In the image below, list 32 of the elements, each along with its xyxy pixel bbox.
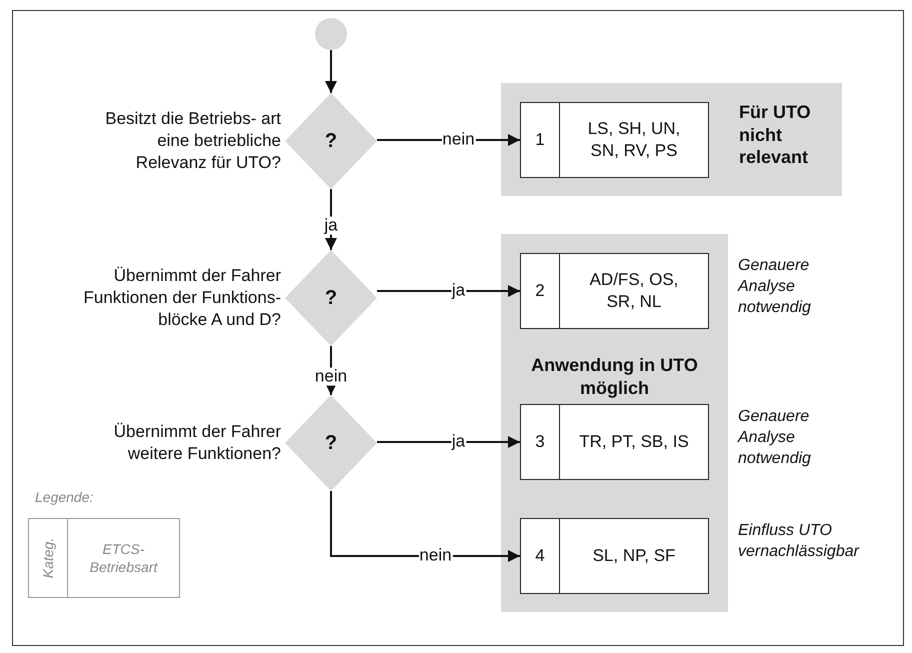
mode-list: TR, PT, SB, IS xyxy=(560,405,708,479)
edge-label: nein xyxy=(314,367,348,386)
question-mark: ? xyxy=(324,286,338,310)
category-number: 3 xyxy=(521,405,560,479)
question-text: Besitzt die Betriebs- art eine betriebliche Relevanz für UTO? xyxy=(104,108,281,174)
category-number: 4 xyxy=(521,519,560,593)
question-mark: ? xyxy=(324,130,338,152)
edge-label: ja xyxy=(323,216,339,235)
arrow xyxy=(377,436,520,448)
arrow xyxy=(325,50,337,93)
category-number: 2 xyxy=(521,254,560,328)
legend-mode-label: ETCS- Betriebsart xyxy=(88,540,159,577)
mode-box xyxy=(520,102,709,178)
note-text: Genauere Analyse notwendig xyxy=(738,407,812,469)
edge-label: ja xyxy=(450,282,466,300)
note-text: Einfluss UTO vernachlässigbar xyxy=(738,521,860,562)
edge-label: ja xyxy=(450,432,466,452)
mode-list: SL, NP, SF xyxy=(560,519,708,593)
panel-heading: Für UTO nicht relevant xyxy=(739,101,812,168)
mode-list: AD/FS, OS, SR, NL xyxy=(560,254,708,328)
question-text: Übernimmt der Fahrer Funktionen der Funktions- blöcke A und D? xyxy=(82,264,281,332)
legend-category-label: Kateg. xyxy=(40,538,56,578)
question-text: Übernimmt der Fahrer weitere Funktionen? xyxy=(112,420,281,465)
panel-heading: Anwendung in UTO möglich xyxy=(530,354,699,399)
question-mark: ? xyxy=(324,432,338,454)
category-panel xyxy=(501,83,842,196)
arrow xyxy=(377,285,520,297)
note-text: Genauere Analyse notwendig xyxy=(738,256,812,318)
start-circle xyxy=(315,18,347,50)
category-number: 1 xyxy=(521,103,560,177)
legend-heading: Legende: xyxy=(35,489,94,505)
mode-list: LS, SH, UN, SN, RV, PS xyxy=(560,103,708,177)
